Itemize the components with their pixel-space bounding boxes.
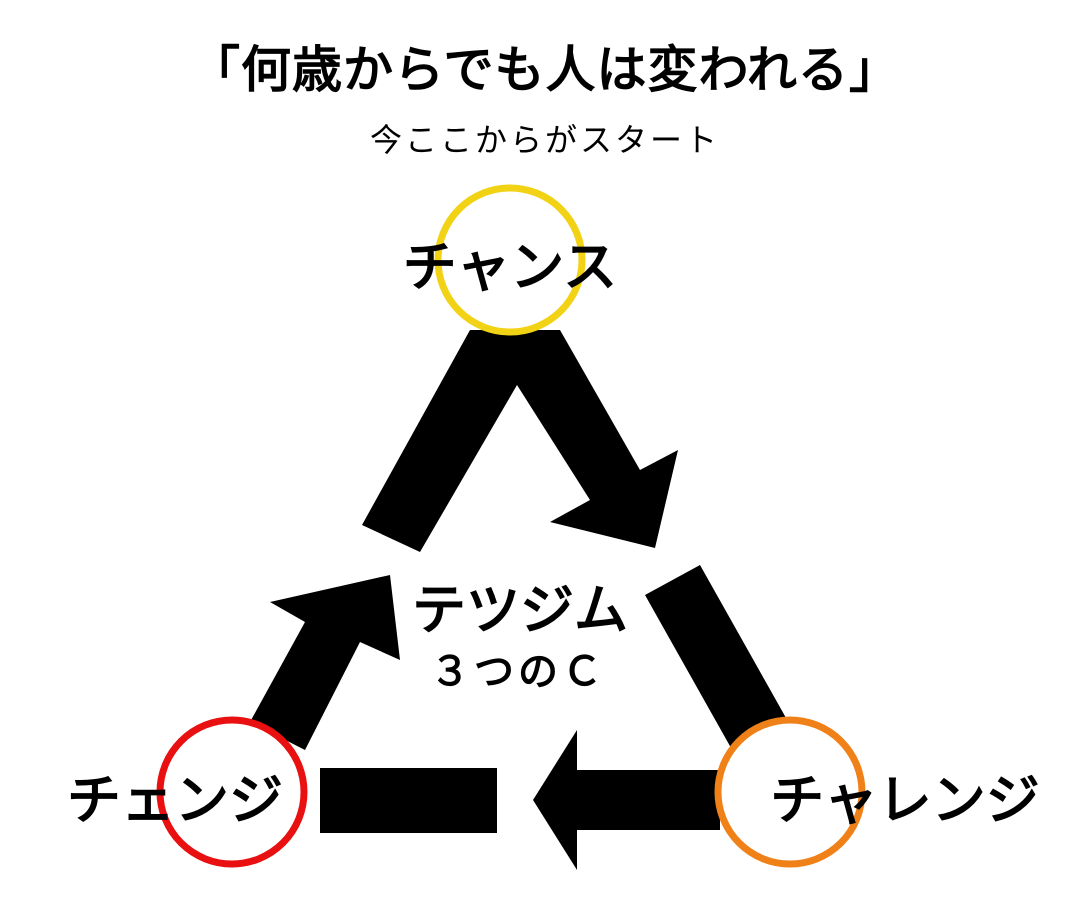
title: 「何歳からでも人は変われる」	[190, 41, 900, 99]
bar-bottom	[320, 768, 497, 833]
subtitle: 今ここからがスタート	[369, 121, 721, 159]
label-chance: チャンス	[402, 235, 618, 299]
arrow-change-to-chance	[250, 575, 400, 750]
bar-right	[645, 565, 790, 755]
circle-challenge	[714, 716, 866, 868]
center-title: テツジム	[412, 578, 628, 642]
arrow-challenge-to-change	[533, 730, 720, 870]
circle-change	[156, 716, 308, 868]
label-challenge: チャレンジ	[770, 768, 1040, 832]
center-subtitle: ３つのＣ	[430, 649, 606, 695]
arrow-chance-to-challenge	[362, 330, 678, 552]
label-change: チェンジ	[67, 768, 283, 832]
circle-chance	[434, 184, 586, 336]
